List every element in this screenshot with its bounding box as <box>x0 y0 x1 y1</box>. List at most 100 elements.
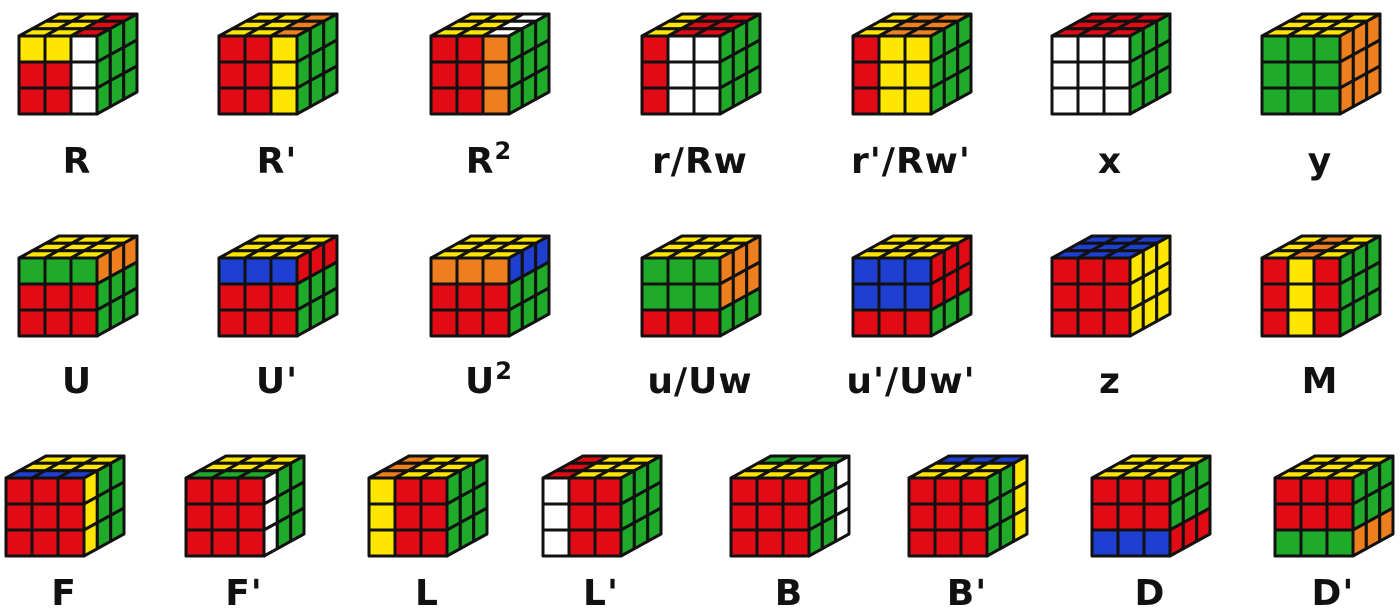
sticker <box>269 60 299 90</box>
sticker <box>1260 282 1290 312</box>
sticker <box>17 308 47 338</box>
front-face <box>640 256 722 338</box>
sticker <box>269 34 299 64</box>
sticker <box>1351 71 1369 109</box>
cube-illustration <box>851 12 973 116</box>
sticker <box>429 86 459 116</box>
sticker <box>666 256 696 286</box>
sticker <box>1325 528 1355 558</box>
sticker <box>243 60 273 90</box>
sticker <box>419 502 449 532</box>
sticker <box>1050 60 1080 90</box>
sticker <box>481 86 511 116</box>
sticker <box>1155 64 1172 101</box>
sticker <box>1076 308 1106 338</box>
sticker <box>322 286 339 323</box>
sticker <box>43 34 73 64</box>
sticker <box>520 71 538 109</box>
right-face <box>507 234 551 338</box>
sticker <box>1102 60 1132 90</box>
sticker <box>1076 34 1106 64</box>
sticker <box>1378 506 1395 543</box>
sticker <box>69 308 99 338</box>
sticker <box>1365 286 1382 323</box>
sticker <box>877 308 907 338</box>
right-face <box>929 234 973 338</box>
sticker <box>1312 86 1342 116</box>
top-face <box>851 12 973 38</box>
sticker <box>593 476 623 506</box>
sticker <box>43 256 73 286</box>
move-label: U2 <box>465 359 513 402</box>
move-label: z <box>1099 362 1121 402</box>
right-face <box>929 12 973 116</box>
sticker <box>367 502 397 532</box>
sticker <box>1299 528 1329 558</box>
sticker <box>1351 521 1368 558</box>
sticker <box>243 308 273 338</box>
move-label-text: B' <box>946 573 988 614</box>
cube-illustration <box>1260 12 1382 116</box>
sticker <box>1142 528 1172 558</box>
sticker <box>481 282 511 312</box>
cube-illustration <box>4 454 126 558</box>
move-label-text: R <box>465 141 495 182</box>
top-face <box>429 12 551 38</box>
sticker <box>593 528 623 558</box>
sticker <box>243 282 273 312</box>
move-label: x <box>1098 142 1122 182</box>
sticker <box>217 34 247 64</box>
sticker <box>262 521 279 558</box>
sticker <box>1128 301 1145 338</box>
sticker <box>877 86 907 116</box>
sticker <box>567 476 597 506</box>
sticker <box>243 256 273 286</box>
sticker <box>367 476 397 506</box>
move-label-text: z <box>1099 361 1121 402</box>
top-face <box>1050 234 1172 260</box>
sticker <box>985 521 1002 558</box>
move-label: r'/Rw' <box>851 142 971 182</box>
move-label: y <box>1308 142 1332 182</box>
sticker <box>942 293 960 331</box>
sticker <box>481 256 511 286</box>
cube-illustration <box>17 234 139 338</box>
sticker <box>455 86 485 116</box>
sticker <box>1286 282 1316 312</box>
sticker <box>1273 476 1303 506</box>
sticker <box>1312 34 1342 64</box>
sticker <box>851 308 881 338</box>
sticker <box>933 476 963 506</box>
move-label-text: F <box>51 573 77 614</box>
sticker <box>4 528 34 558</box>
sticker <box>184 502 214 532</box>
sticker <box>1299 502 1329 532</box>
right-face <box>95 12 139 116</box>
front-face <box>1050 256 1132 338</box>
sticker <box>998 513 1016 551</box>
sticker <box>903 308 933 338</box>
sticker <box>17 60 47 90</box>
sticker <box>43 60 73 90</box>
sticker <box>851 256 881 286</box>
sticker <box>429 282 459 312</box>
sticker <box>69 34 99 64</box>
sticker <box>56 476 86 506</box>
move-label: L' <box>583 574 619 614</box>
right-face <box>445 454 489 558</box>
sticker <box>1102 86 1132 116</box>
sticker <box>308 71 326 109</box>
sticker <box>956 64 973 101</box>
move-label: D <box>1135 574 1166 614</box>
sticker <box>851 60 881 90</box>
sticker <box>429 60 459 90</box>
right-face <box>619 454 663 558</box>
sticker <box>640 256 670 286</box>
sticker <box>122 64 139 101</box>
sticker <box>1312 308 1342 338</box>
sticker <box>30 476 60 506</box>
sticker <box>236 476 266 506</box>
sticker <box>907 476 937 506</box>
sticker <box>903 60 933 90</box>
move-label: D' <box>1312 574 1355 614</box>
